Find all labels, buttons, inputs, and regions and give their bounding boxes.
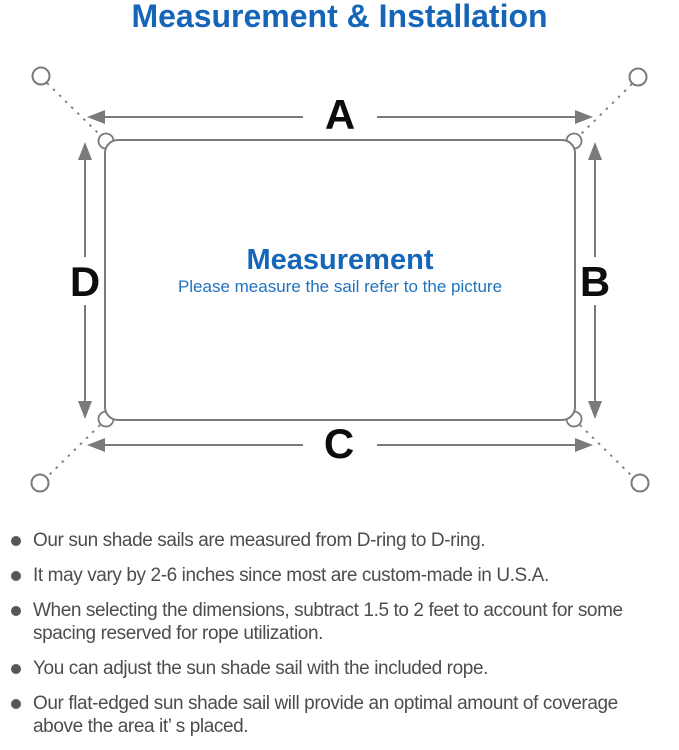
- dimension-label-a: A: [325, 91, 355, 138]
- shade-sail-rect: [104, 139, 576, 421]
- rope-line-top-right: [579, 83, 633, 136]
- arrowhead-d-bottom: [78, 401, 92, 419]
- anchor-circle-bottom-left: [30, 473, 50, 493]
- dimension-label-c: C: [324, 420, 354, 467]
- rope-dashed-lines: [46, 82, 634, 478]
- arrowhead-c-right: [575, 438, 593, 452]
- dimension-label-d: D: [70, 258, 100, 305]
- arrowhead-d-top: [78, 142, 92, 160]
- anchor-circle-top-right: [628, 67, 648, 87]
- arrowhead-a-left: [87, 110, 105, 124]
- measurement-subtitle: Please measure the sail refer to the pic…: [178, 277, 502, 296]
- arrowhead-a-right: [575, 110, 593, 124]
- page-title: Measurement & Installation: [131, 0, 548, 34]
- note-item-2: It may vary by 2-6 inches since most are…: [11, 564, 667, 587]
- note-item-1: Our sun shade sails are measured from D-…: [11, 529, 667, 552]
- note-item-3: When selecting the dimensions, subtract …: [11, 599, 667, 645]
- arrowhead-b-bottom: [588, 401, 602, 419]
- anchor-points: [30, 66, 650, 493]
- arrowhead-c-left: [87, 438, 105, 452]
- anchor-circle-top-left: [31, 66, 51, 86]
- note-item-5: Our flat-edged sun shade sail will provi…: [11, 692, 667, 738]
- rope-line-top-left: [46, 82, 101, 136]
- measurement-diagram: A B C D Measurement Please measure the s…: [30, 66, 650, 493]
- note-item-4: You can adjust the sun shade sail with t…: [11, 657, 667, 680]
- rope-line-bottom-left: [46, 424, 101, 478]
- notes-list: Our sun shade sails are measured from D-…: [11, 529, 667, 750]
- dimension-label-b: B: [580, 258, 610, 305]
- arrowhead-b-top: [588, 142, 602, 160]
- anchor-circle-bottom-right: [630, 473, 650, 493]
- rope-line-bottom-right: [579, 424, 634, 478]
- measurement-heading: Measurement: [247, 244, 434, 276]
